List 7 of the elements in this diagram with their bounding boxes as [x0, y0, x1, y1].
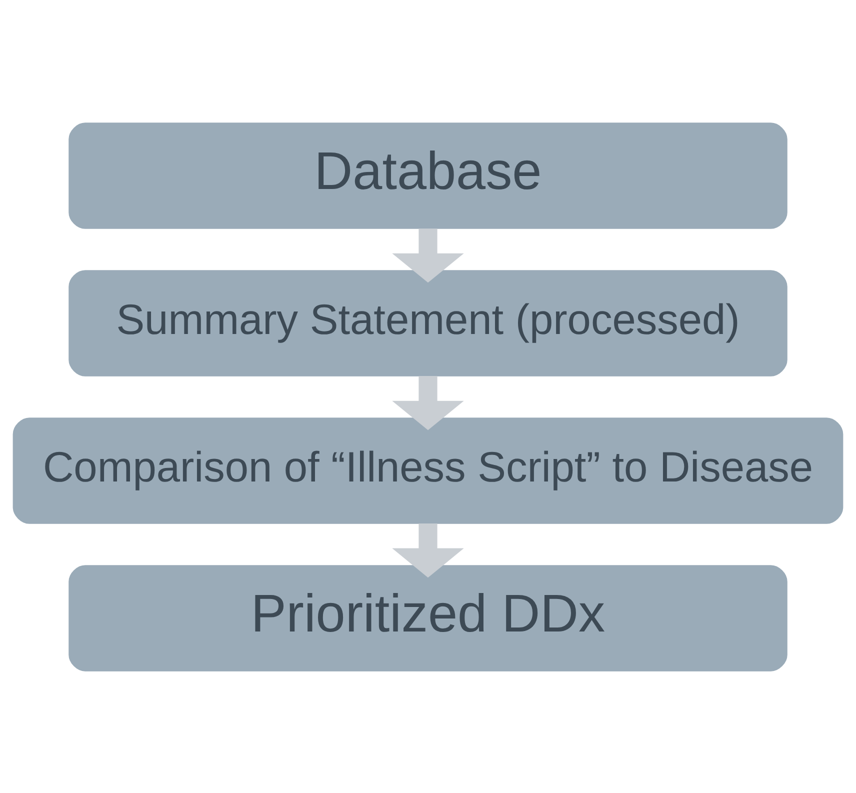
arrow [392, 523, 464, 578]
node-box: Comparison of “Illness Script” to Disease [12, 417, 844, 524]
node-box: Summary Statement (processed) [68, 270, 788, 376]
node-box: Database [68, 122, 788, 228]
arrow [392, 228, 464, 282]
arrow [392, 376, 464, 430]
node-box: Prioritized DDx [68, 564, 788, 671]
